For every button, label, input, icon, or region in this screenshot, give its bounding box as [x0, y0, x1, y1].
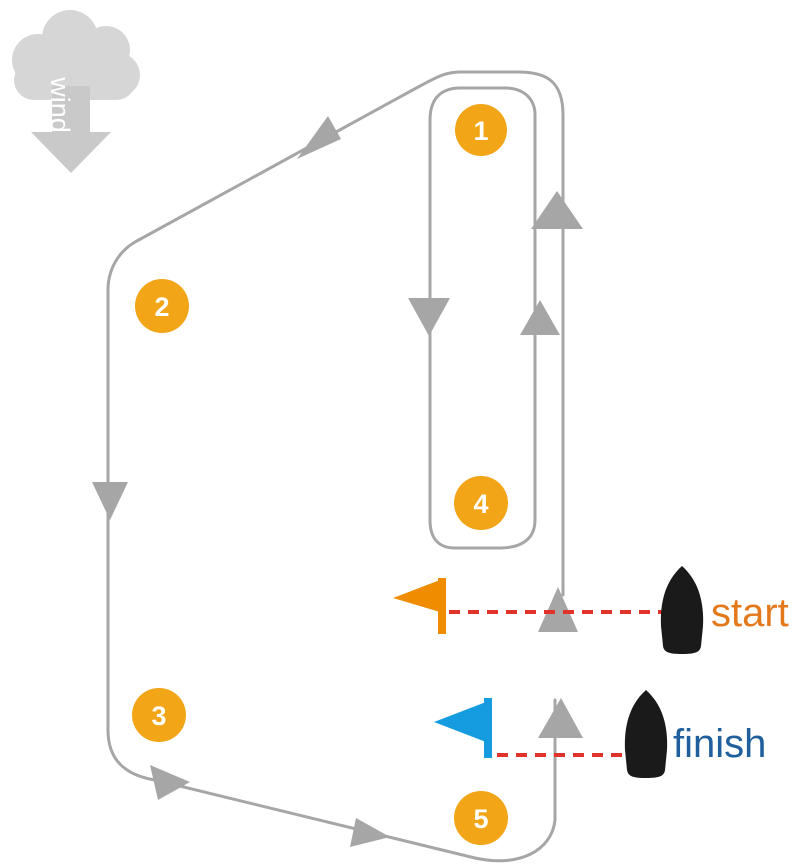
mark-4: 4 [454, 476, 508, 530]
arrow-left-icon [297, 116, 341, 159]
mark-2-number: 2 [154, 292, 169, 322]
course-arrows [92, 116, 583, 847]
orange-flag-icon [393, 578, 446, 634]
start-line: start [393, 566, 789, 654]
arrow-down-icon [408, 298, 450, 336]
mark-1: 1 [455, 104, 507, 156]
arrow-up-icon [538, 587, 578, 632]
arrow-right-icon [150, 765, 190, 800]
start-boat-icon [660, 566, 704, 654]
mark-3: 3 [132, 688, 186, 742]
wind-arrow-icon [31, 86, 111, 173]
mark-5-number: 5 [473, 804, 488, 834]
arrow-up-icon [531, 191, 583, 229]
finish-line: finish [434, 690, 766, 778]
mark-1-number: 1 [473, 116, 488, 146]
mark-3-number: 3 [151, 701, 166, 731]
arrow-right-icon [350, 818, 390, 847]
mark-5: 5 [454, 791, 508, 845]
mark-4-number: 4 [473, 489, 488, 519]
wind-indicator: wind [12, 10, 140, 173]
outer-course-line [106, 70, 565, 863]
arrow-up-icon [538, 698, 583, 738]
arrow-down-icon [92, 482, 128, 520]
blue-flag-icon [434, 698, 492, 758]
wind-label: wind [45, 76, 75, 133]
finish-boat-icon [624, 690, 668, 778]
arrow-up-icon [520, 300, 560, 335]
start-label: start [711, 591, 789, 635]
cloud-icon [12, 10, 140, 100]
finish-label: finish [673, 722, 766, 766]
mark-2: 2 [135, 279, 189, 333]
